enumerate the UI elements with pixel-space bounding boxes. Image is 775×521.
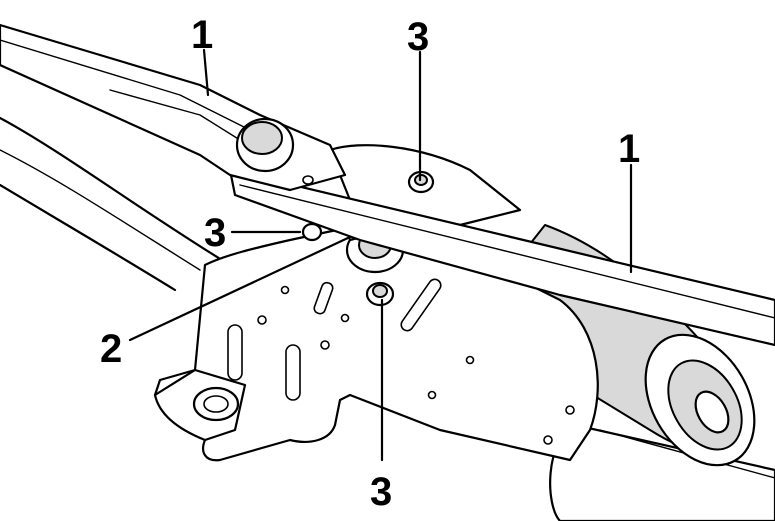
mounting-bracket: [153, 223, 599, 462]
callout-1-left: 1: [191, 13, 213, 57]
callout-labels: 1 1 2 3 3 3: [100, 13, 640, 514]
callout-1-right: 1: [618, 127, 640, 171]
callout-3-left: 3: [204, 211, 226, 255]
leader-lines: [128, 48, 633, 462]
bolt-left: [301, 222, 323, 242]
callout-3-bottom: 3: [370, 470, 392, 514]
drive-link-right: [228, 168, 775, 347]
body-panel-lines: [0, 116, 232, 292]
callout-2: 2: [100, 327, 122, 371]
bolt-lower: [365, 281, 395, 307]
leader-1-left: [202, 48, 210, 97]
drive-link-left: [0, 23, 347, 192]
callout-3-top: 3: [407, 15, 429, 59]
leader-2: [128, 235, 352, 342]
